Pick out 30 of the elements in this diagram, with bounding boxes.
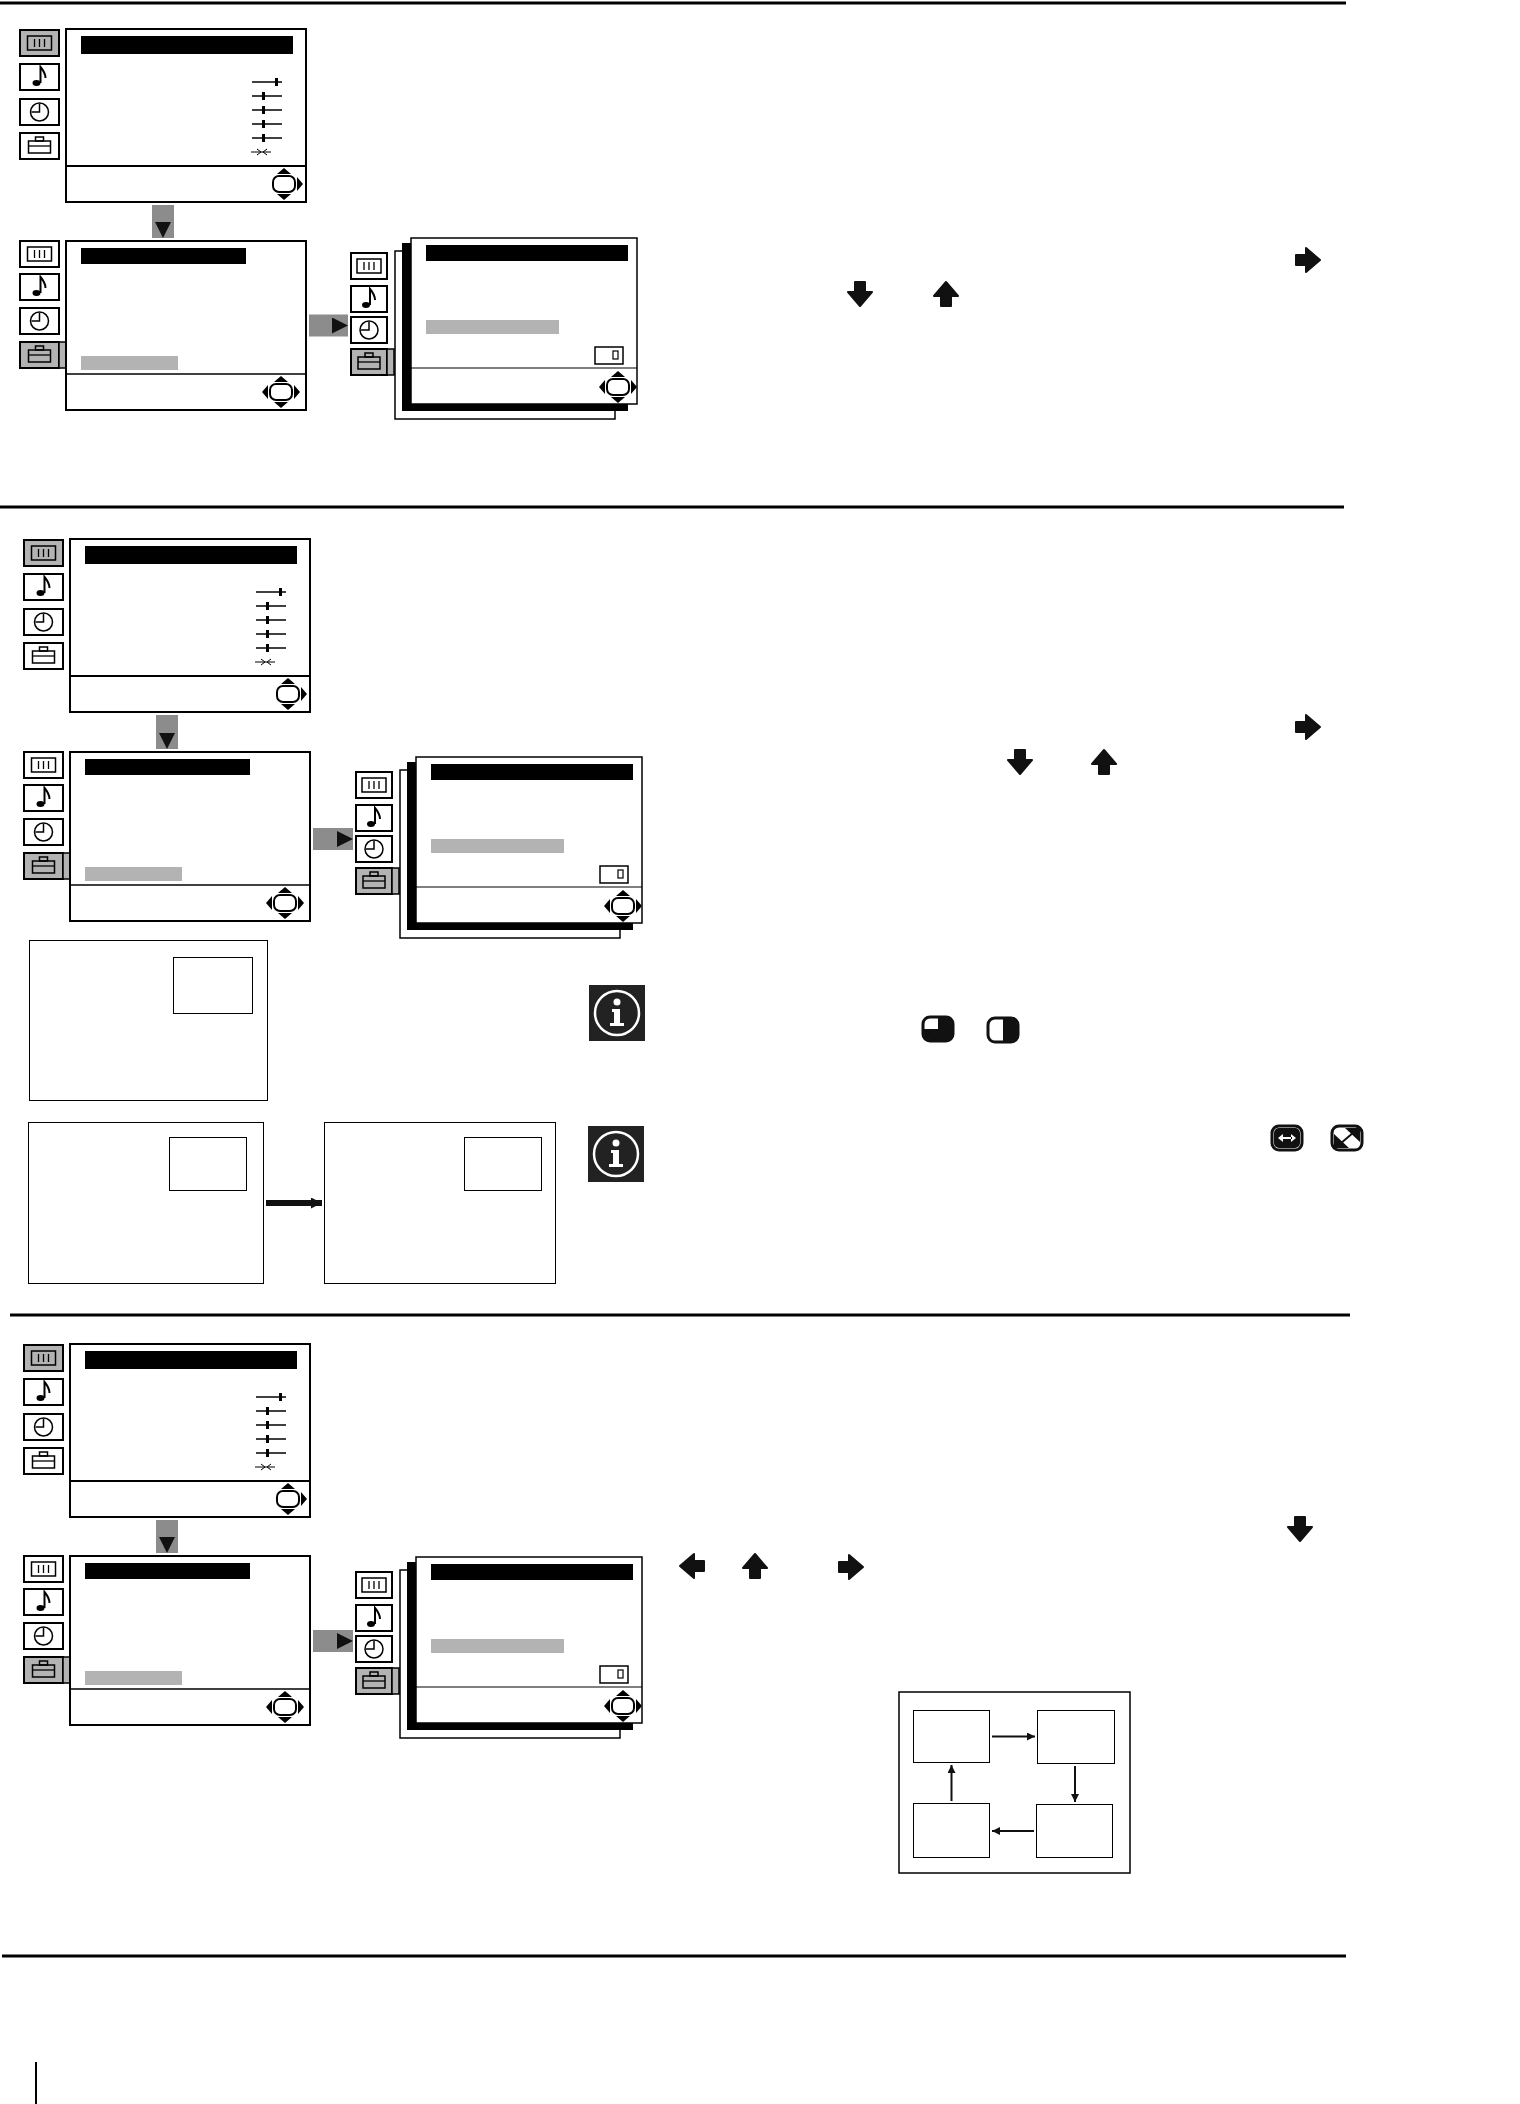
arrow (991, 1827, 1035, 1835)
screen-box (1037, 1710, 1115, 1764)
menu-screen-drawing (355, 756, 643, 939)
arrow (947, 1764, 956, 1802)
arrow (266, 1197, 322, 1209)
menu-screen-drawing (23, 538, 311, 713)
menu-screen-drawing (19, 240, 307, 411)
arrow (991, 1732, 1036, 1741)
chevron-arrow (309, 314, 348, 337)
menu-screen-drawing (350, 237, 638, 420)
inset-window (173, 957, 253, 1014)
menu-screen-drawing (23, 1555, 311, 1726)
screen-box (913, 1710, 990, 1763)
menu-screen-drawing (19, 28, 307, 203)
chevron-arrow (156, 1520, 178, 1553)
menu-screen-drawing (23, 1343, 311, 1518)
menu-screen-drawing (355, 1556, 643, 1739)
chevron-arrow (313, 1630, 353, 1652)
inset-window (464, 1137, 542, 1191)
inset-window (169, 1137, 247, 1191)
screen-box (913, 1803, 990, 1858)
tv-screen (29, 940, 268, 1101)
tv-screen (28, 1122, 264, 1284)
chevron-arrow (152, 205, 174, 238)
menu-screen-drawing (23, 751, 311, 922)
tv-screen (324, 1122, 556, 1284)
screen-box (1036, 1804, 1113, 1858)
chevron-arrow (313, 828, 353, 850)
arrow (1071, 1765, 1079, 1803)
chevron-arrow (156, 715, 178, 749)
